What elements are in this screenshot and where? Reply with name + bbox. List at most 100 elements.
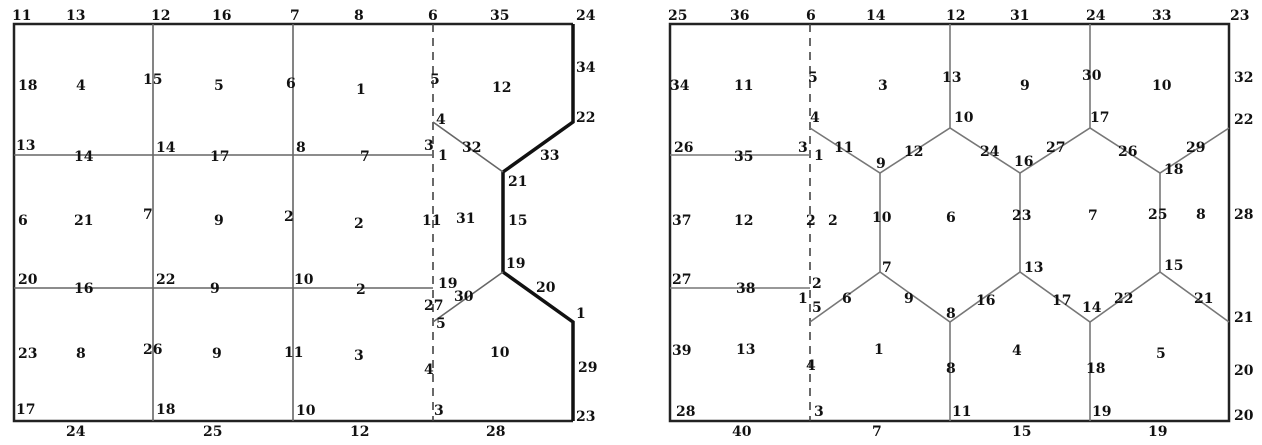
right-mesh-label: 18 — [1164, 162, 1183, 178]
left-mesh-bold-profile — [501, 24, 575, 421]
right-mesh-label: 39 — [672, 343, 691, 359]
right-mesh-label: 35 — [734, 149, 753, 165]
left-mesh — [12, 22, 575, 423]
left-mesh-label: 2 — [284, 209, 294, 225]
left-mesh-label: 20 — [536, 280, 556, 296]
right-mesh-label: 28 — [676, 404, 695, 420]
left-mesh-internal-edges — [14, 24, 504, 421]
left-mesh-label: 6 — [428, 8, 438, 24]
right-mesh-label: 14 — [866, 8, 886, 24]
right-mesh-label: 20 — [1234, 363, 1254, 379]
right-mesh-label: 26 — [674, 140, 693, 156]
left-mesh-label: 9 — [214, 213, 224, 229]
left-mesh-label: 12 — [151, 8, 170, 24]
left-mesh-label: 25 — [203, 424, 222, 440]
right-mesh-label: 32 — [1234, 70, 1253, 86]
right-mesh-label: 19 — [1148, 424, 1167, 440]
left-mesh-label: 27 — [424, 298, 443, 314]
left-mesh-label: 11 — [12, 8, 31, 24]
left-mesh-label: 26 — [143, 342, 162, 358]
left-mesh-label: 11 — [422, 213, 441, 229]
left-mesh-label: 2 — [354, 216, 364, 232]
right-mesh-label: 27 — [672, 272, 691, 288]
right-mesh-label: 29 — [1186, 140, 1205, 156]
right-mesh-label: 38 — [736, 281, 755, 297]
left-mesh-label: 21 — [508, 174, 527, 190]
left-mesh-label: 8 — [296, 140, 306, 156]
left-mesh-label: 7 — [143, 207, 153, 223]
left-mesh-label: 23 — [576, 409, 595, 425]
left-mesh-label: 11 — [284, 345, 303, 361]
right-mesh-label: 9 — [876, 156, 886, 172]
left-mesh-label: 14 — [156, 140, 176, 156]
right-mesh-label: 24 — [980, 144, 1000, 160]
left-mesh-label: 15 — [143, 72, 162, 88]
right-mesh-label: 12 — [946, 8, 965, 24]
left-mesh-label: 14 — [74, 149, 94, 165]
right-mesh — [668, 22, 1231, 423]
left-mesh-label: 13 — [66, 8, 85, 24]
right-mesh-label: 23 — [1012, 208, 1031, 224]
right-mesh-label: 24 — [1086, 8, 1106, 24]
right-mesh-label: 26 — [1118, 144, 1137, 160]
left-mesh-label: 3 — [354, 348, 364, 364]
right-mesh-label: 36 — [730, 8, 749, 24]
left-mesh-label: 1 — [576, 306, 586, 322]
right-mesh-label: 20 — [1234, 408, 1254, 424]
left-mesh-label: 24 — [66, 424, 86, 440]
left-mesh-label: 28 — [486, 424, 505, 440]
left-mesh-label: 17 — [16, 402, 35, 418]
left-mesh-label: 1 — [356, 82, 366, 98]
right-mesh-label: 31 — [1010, 8, 1029, 24]
right-mesh-label: 13 — [736, 342, 755, 358]
right-mesh-label: 11 — [734, 78, 753, 94]
right-mesh-label: 4 — [1012, 343, 1022, 359]
right-mesh-label: 21 — [1194, 291, 1213, 307]
left-mesh-label: 30 — [454, 289, 474, 305]
right-mesh-label: 12 — [734, 213, 753, 229]
left-mesh-label: 18 — [18, 78, 37, 94]
left-mesh-label: 17 — [210, 149, 229, 165]
left-mesh-label: 24 — [576, 8, 596, 24]
right-mesh-label: 33 — [1152, 8, 1171, 24]
right-mesh-label: 34 — [670, 78, 690, 94]
left-mesh-label: 31 — [456, 211, 475, 227]
left-mesh-label: 32 — [462, 140, 481, 156]
left-mesh-label: 23 — [18, 346, 37, 362]
left-mesh-label: 8 — [76, 346, 86, 362]
right-mesh-label: 6 — [946, 210, 956, 226]
left-mesh-label: 5 — [214, 78, 224, 94]
right-mesh-label: 15 — [1012, 424, 1031, 440]
right-mesh-label: 6 — [806, 8, 816, 24]
left-mesh-label: 34 — [576, 60, 596, 76]
right-mesh-label: 8 — [946, 306, 956, 322]
right-mesh-label: 10 — [954, 110, 974, 126]
left-mesh-label: 3 — [424, 138, 434, 154]
right-mesh-label: 21 — [1234, 310, 1253, 326]
right-mesh-label: 2 — [828, 213, 838, 229]
left-mesh-label: 1 — [438, 148, 448, 164]
right-mesh-label: 7 — [872, 424, 882, 440]
right-mesh-label: 28 — [1234, 207, 1253, 223]
right-mesh-label: 16 — [976, 293, 995, 309]
left-mesh-label: 8 — [354, 8, 364, 24]
right-mesh-label: 14 — [1082, 300, 1102, 316]
left-mesh-label: 4 — [76, 78, 86, 94]
right-mesh-label: 27 — [1046, 140, 1065, 156]
right-mesh-label: 18 — [1086, 361, 1105, 377]
left-mesh-label: 15 — [508, 213, 527, 229]
right-mesh-label: 22 — [1234, 112, 1253, 128]
left-mesh-label: 6 — [286, 76, 296, 92]
right-mesh-label: 19 — [1092, 404, 1111, 420]
left-mesh-label: 9 — [210, 281, 220, 297]
right-mesh-label: 7 — [882, 260, 892, 276]
right-mesh-label: 23 — [1230, 8, 1249, 24]
left-mesh-label: 29 — [578, 360, 597, 376]
left-mesh-label: 16 — [212, 8, 231, 24]
right-mesh-label: 3 — [798, 140, 808, 156]
right-mesh-label: 9 — [904, 291, 914, 307]
left-mesh-label: 4 — [424, 362, 434, 378]
right-mesh-label: 5 — [812, 300, 822, 316]
right-mesh-label: 4 — [806, 358, 816, 374]
left-mesh-label: 7 — [360, 149, 370, 165]
